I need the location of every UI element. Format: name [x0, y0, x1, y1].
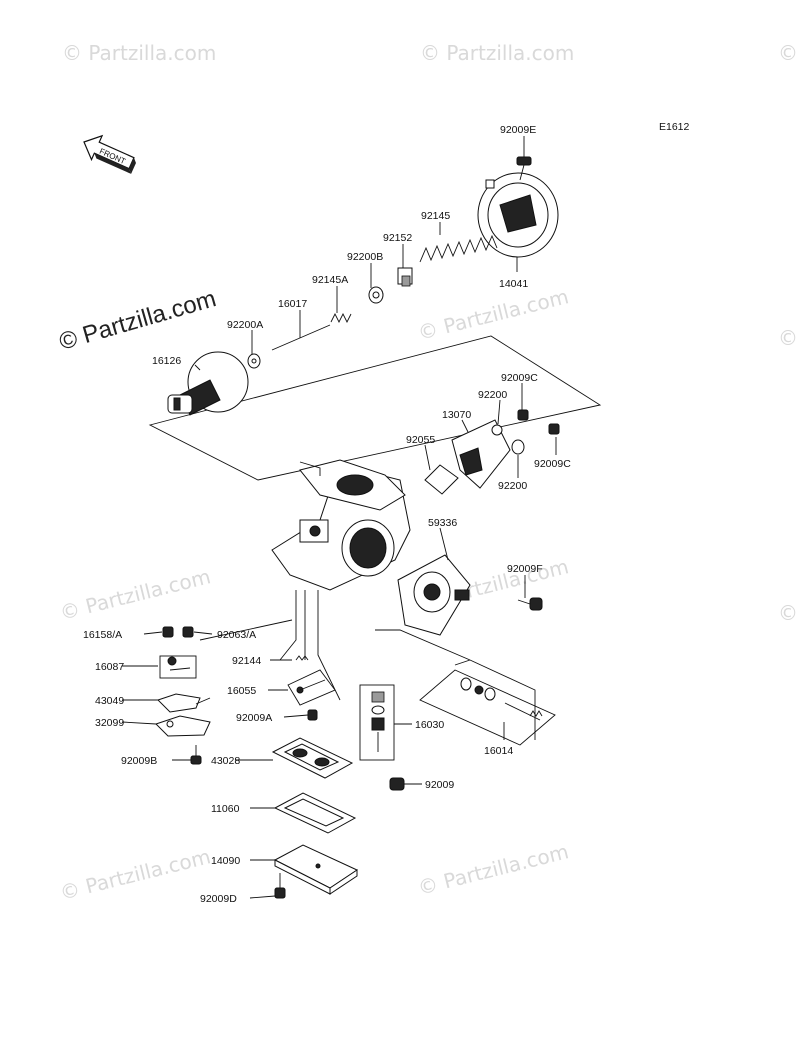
part-label-59336: 59336 [428, 517, 457, 529]
washer-92200 [511, 439, 525, 455]
watermark: © Partzilla.com [57, 564, 213, 625]
plug-16158a [162, 626, 174, 638]
part-16055 [287, 669, 336, 706]
cover-32099 [155, 715, 211, 737]
watermark: © Partzilla.com [62, 41, 216, 65]
needle-16017 [271, 324, 331, 351]
fitting-92152 [397, 267, 413, 287]
part-label-92009c: 92009C [501, 372, 538, 384]
part-label-16014: 16014 [484, 745, 513, 757]
part-label-92009d: 92009D [200, 893, 237, 905]
spring-92145 [419, 234, 498, 263]
screw-92009b [190, 745, 202, 765]
watermark: © Partzilla.com [778, 601, 800, 625]
screw-92009 [389, 777, 405, 791]
screw-92009e [516, 156, 532, 181]
part-label-32099: 32099 [95, 717, 124, 729]
part-label-92145: 92145 [421, 210, 450, 222]
watermark: © Partzilla.com [778, 326, 800, 350]
part-label-92055: 92055 [406, 434, 435, 446]
gasket-43028 [271, 737, 354, 779]
diagram-code: E1612 [659, 121, 690, 133]
part-label-14041: 14041 [499, 278, 528, 290]
part-label-16030: 16030 [415, 719, 444, 731]
screw-92009c [517, 409, 529, 421]
screw-92009a [307, 709, 318, 721]
watermark-main: © Partzilla.com [56, 285, 219, 356]
kit-16030 [359, 684, 395, 761]
screw-92009d [274, 873, 286, 899]
part-label-11060: 11060 [211, 803, 240, 815]
part-label-92063a: 92063/A [217, 629, 256, 641]
part-label-92145a: 92145A [312, 274, 348, 286]
part-label-92009b: 92009B [121, 755, 157, 767]
spring-92144 [295, 655, 309, 661]
part-label-14090: 14090 [211, 855, 240, 867]
part-label-92144: 92144 [232, 655, 261, 667]
watermark: © Partzilla.com [415, 284, 571, 345]
front-arrow-icon: FRONT [83, 134, 136, 174]
part-label-92009f: 92009F [507, 563, 543, 575]
leader-line [317, 590, 341, 701]
part-label-92200: 92200 [498, 480, 527, 492]
part-labels: 92009E 92145 92152 92200B 92145A 14041 1… [83, 124, 571, 905]
part-label-92009a: 92009A [236, 712, 272, 724]
gasket-43049 [157, 693, 201, 713]
watermark: © Partzilla.com [778, 41, 800, 65]
part-label-16017: 16017 [278, 298, 307, 310]
gasket-92055 [424, 464, 459, 495]
diaphragm-16126 [167, 351, 249, 416]
diaphragm-11060 [273, 792, 357, 834]
watermark: © Partzilla.com [415, 839, 571, 900]
watermarks: © Partzilla.com © Partzilla.com © Partzi… [56, 41, 800, 905]
part-label-43028: 43028 [211, 755, 240, 767]
part-label-92200b: 92200B [347, 251, 383, 263]
part-label-92152: 92152 [383, 232, 412, 244]
part-label-43049: 43049 [95, 695, 124, 707]
bracket-13070 [451, 419, 511, 489]
screw-92009f [517, 597, 543, 611]
spring-92145a [330, 312, 352, 324]
part-16087 [159, 655, 197, 679]
kit-16014 [419, 669, 556, 746]
label-leaders [121, 136, 557, 899]
plug-92063a [182, 626, 194, 638]
pump-59336 [397, 554, 471, 636]
washer-92200 [491, 424, 503, 436]
part-label-13070: 13070 [442, 409, 471, 421]
cover-14090 [273, 844, 359, 895]
part-label-92200a: 92200A [227, 319, 263, 331]
part-label-16055: 16055 [227, 685, 256, 697]
watermark: © Partzilla.com [420, 41, 574, 65]
part-label-92009c: 92009C [534, 458, 571, 470]
part-label-16126: 16126 [152, 355, 181, 367]
screw-92009c [548, 423, 560, 435]
part-label-92009: 92009 [425, 779, 454, 791]
part-label-16087: 16087 [95, 661, 124, 673]
part-label-16158a: 16158/A [83, 629, 122, 641]
assembly-outline [148, 335, 602, 481]
cover-14041 [477, 172, 559, 258]
watermark: © Partzilla.com [57, 844, 213, 905]
part-label-92200: 92200 [478, 389, 507, 401]
leader-line [375, 629, 536, 740]
carburetor-body [271, 459, 411, 591]
leader-line [279, 590, 297, 661]
part-label-92009e: 92009E [500, 124, 536, 136]
